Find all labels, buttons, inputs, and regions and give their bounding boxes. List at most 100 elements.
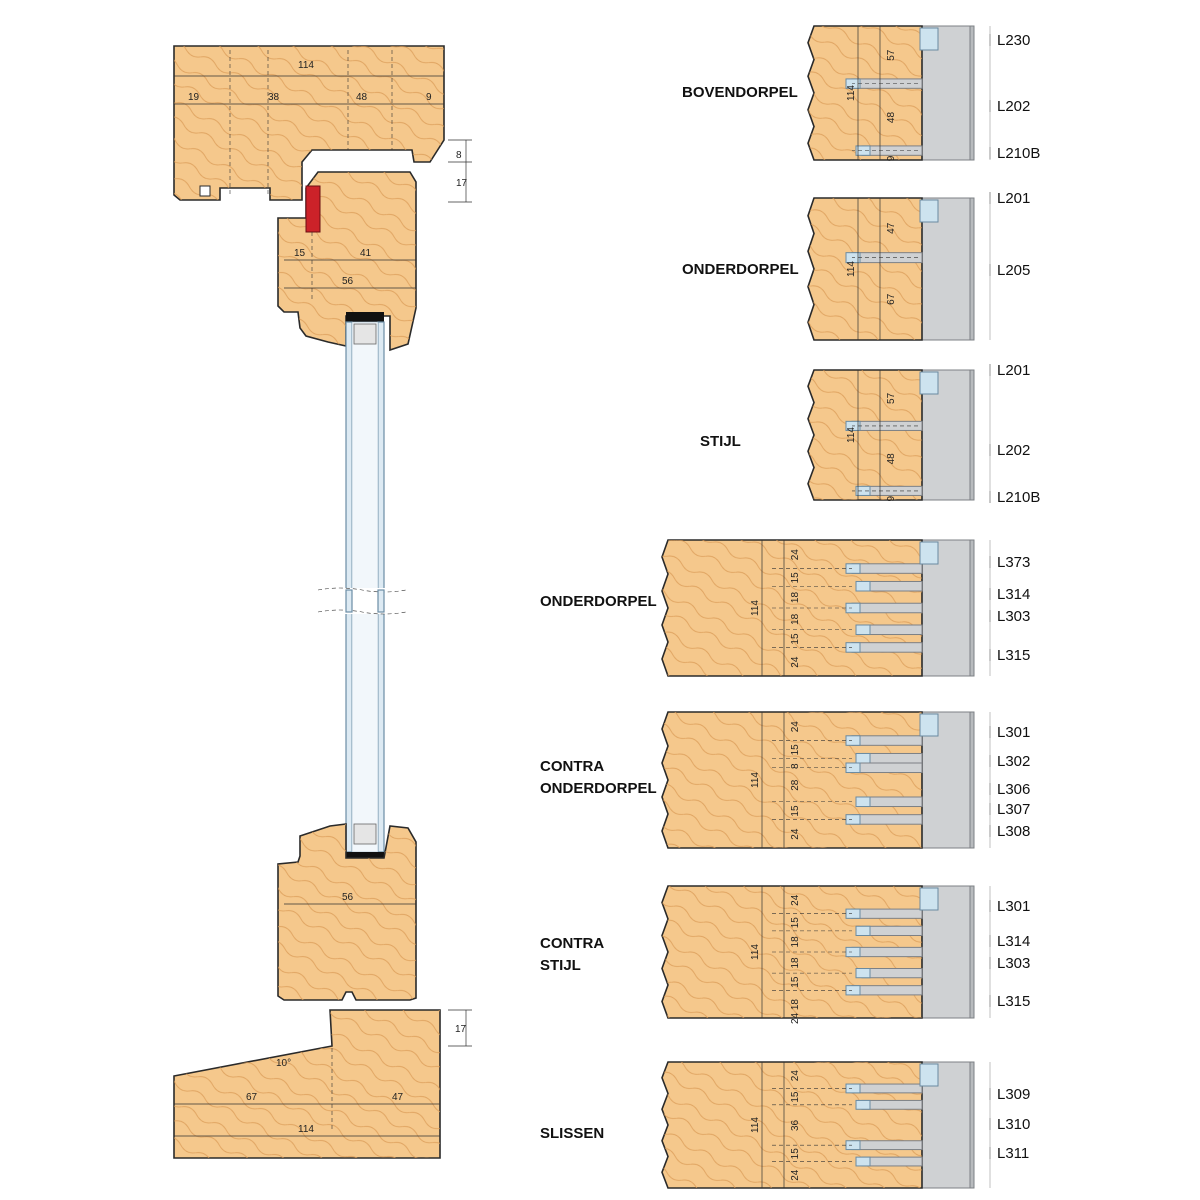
cutter-blade (845, 946, 861, 958)
cutter-blade (855, 1099, 871, 1110)
tool-label: L310 (997, 1116, 1030, 1133)
cutter-spindle (969, 25, 975, 161)
cutter-tooth (861, 925, 923, 937)
dim-part: 24 (790, 721, 801, 733)
cutter-blade (845, 563, 861, 574)
cutter-spindle (969, 885, 975, 1019)
dim-part: 15 (790, 976, 801, 988)
dim-total: 114 (750, 944, 761, 960)
edge-blade (919, 371, 939, 395)
sash-top-total: 56 (342, 276, 354, 287)
edge-blade (919, 713, 939, 737)
cutter-blade (845, 985, 861, 996)
cutter-tooth (861, 968, 923, 979)
edge-blade (919, 199, 939, 223)
cutter-tooth (851, 642, 923, 653)
dim-part: 15 (790, 1148, 801, 1160)
cutter-blade (845, 908, 861, 919)
tool-label: L230 (997, 32, 1030, 49)
cutter-spindle (969, 369, 975, 501)
tool-label: L301 (997, 724, 1030, 741)
dim-part: 15 (790, 1091, 801, 1103)
wood-grain (808, 198, 922, 340)
top-rail-width-total: 114 (298, 60, 314, 71)
dim-part: 15 (790, 572, 801, 584)
cutter-blade (855, 485, 871, 496)
cutter-blade (855, 968, 871, 979)
edge-blade (919, 27, 939, 51)
cutter-tooth (851, 985, 923, 996)
cutter-spindle (969, 197, 975, 341)
cutter-blade (845, 1140, 861, 1151)
section-title: CONTRA (540, 935, 604, 952)
dim-part: 18 (790, 999, 801, 1011)
cutter-tooth (861, 145, 923, 156)
tool-label: L201 (997, 362, 1030, 379)
section-title: BOVENDORPEL (682, 84, 798, 101)
tool-label: L201 (997, 190, 1030, 207)
cutter-blade (845, 1083, 861, 1094)
dim-part: 24 (790, 656, 801, 668)
sash-top-seg-b: 41 (360, 248, 372, 259)
sill-height: 17 (455, 1024, 467, 1035)
sill: 17 10° 67 47 114 (173, 1009, 472, 1159)
dim-total: 114 (846, 261, 857, 277)
wood-grain (662, 540, 922, 676)
dim-total: 114 (846, 85, 857, 101)
cutter-spindle (969, 711, 975, 849)
dim-part: 15 (790, 633, 801, 645)
dim-part: 18 (790, 936, 801, 948)
cutter-tooth (861, 624, 923, 636)
cutter-blade (855, 796, 871, 808)
tool-label: L303 (997, 608, 1030, 625)
section-title: CONTRA (540, 758, 604, 775)
dim-total: 114 (846, 427, 857, 443)
tool-label: L315 (997, 993, 1030, 1010)
tool-label: L210B (997, 489, 1040, 506)
tool-label: L309 (997, 1086, 1030, 1103)
wood-grain (808, 26, 922, 160)
cutter-tooth (851, 602, 923, 614)
cutter-spindle (969, 539, 975, 677)
cutter-tooth (861, 1156, 923, 1167)
dim-part: 67 (886, 293, 897, 305)
dim-part: 48 (886, 453, 897, 465)
dim-total: 114 (750, 1117, 761, 1133)
section-title: STIJL (540, 957, 581, 974)
dim-part: 8 (790, 763, 801, 769)
edge-blade (919, 1063, 939, 1087)
cutter-tooth (851, 946, 923, 958)
top-rail: 114 19 38 48 9 8 17 (173, 45, 472, 203)
section-title: ONDERDORPEL (540, 593, 657, 610)
wood-grain (662, 712, 922, 848)
top-rail-gap-bottom: 17 (456, 178, 468, 189)
top-rail-seg1: 19 (188, 92, 200, 103)
dim-part: 57 (886, 49, 897, 61)
dim-part: 18 (790, 592, 801, 604)
tool-label: L307 (997, 801, 1030, 818)
section-4: 114241518181524L373L314L303L315ONDERDORP… (540, 539, 1030, 677)
dim-part: 24 (790, 894, 801, 906)
top-rail-seg3: 48 (356, 92, 368, 103)
sash-bottom-total: 56 (342, 892, 354, 903)
cutter-tooth (851, 1083, 923, 1094)
cutter-tooth (851, 762, 923, 774)
dim-total: 114 (750, 600, 761, 616)
dim-part: 47 (886, 222, 897, 234)
tool-label: L314 (997, 933, 1030, 950)
cutter-tooth (861, 1099, 923, 1110)
dim-part: 15 (790, 805, 801, 817)
glass-unit (317, 312, 407, 860)
tool-label: L311 (997, 1145, 1029, 1162)
sections-layer: 11457489L230L202L210BBOVENDORPEL1144767L… (540, 25, 1040, 1189)
cutter-tooth (851, 563, 923, 574)
dim-part: 24 (790, 1070, 801, 1082)
dim-part: 24 (790, 1169, 801, 1181)
section-title: ONDERDORPEL (540, 780, 657, 797)
tool-label: L301 (997, 898, 1030, 915)
tool-label: L308 (997, 823, 1030, 840)
cutter-tooth (861, 752, 923, 764)
